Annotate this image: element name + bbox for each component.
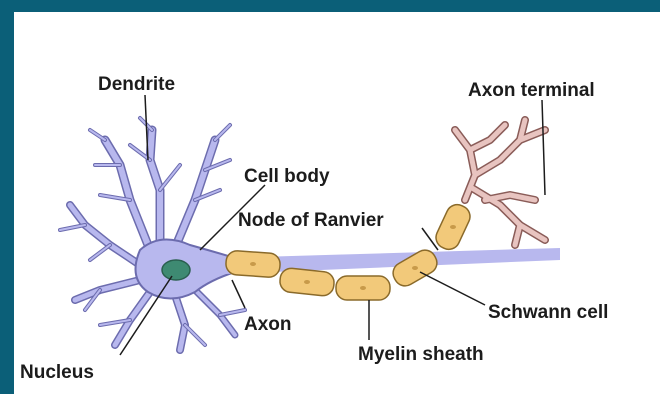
axon-pointer: [232, 280, 245, 308]
nucleus-shape: [162, 260, 190, 280]
dendrite-label: Dendrite: [98, 74, 175, 95]
dendrites: [60, 118, 245, 350]
schwann-cell-pointer: [420, 272, 485, 305]
nucleus-label: Nucleus: [20, 362, 94, 383]
axon-terminal-pointer: [542, 100, 545, 195]
schwann-cell-label: Schwann cell: [488, 302, 608, 323]
axon-terminal-shape: [455, 120, 545, 245]
neuron-cell-body: [60, 118, 560, 350]
axon-label: Axon: [244, 314, 292, 335]
axon-terminal-label: Axon terminal: [468, 80, 595, 101]
cell-body-label: Cell body: [244, 166, 330, 187]
node-of-ranvier-label: Node of Ranvier: [238, 210, 384, 231]
myelin-sheath-label: Myelin sheath: [358, 344, 484, 365]
